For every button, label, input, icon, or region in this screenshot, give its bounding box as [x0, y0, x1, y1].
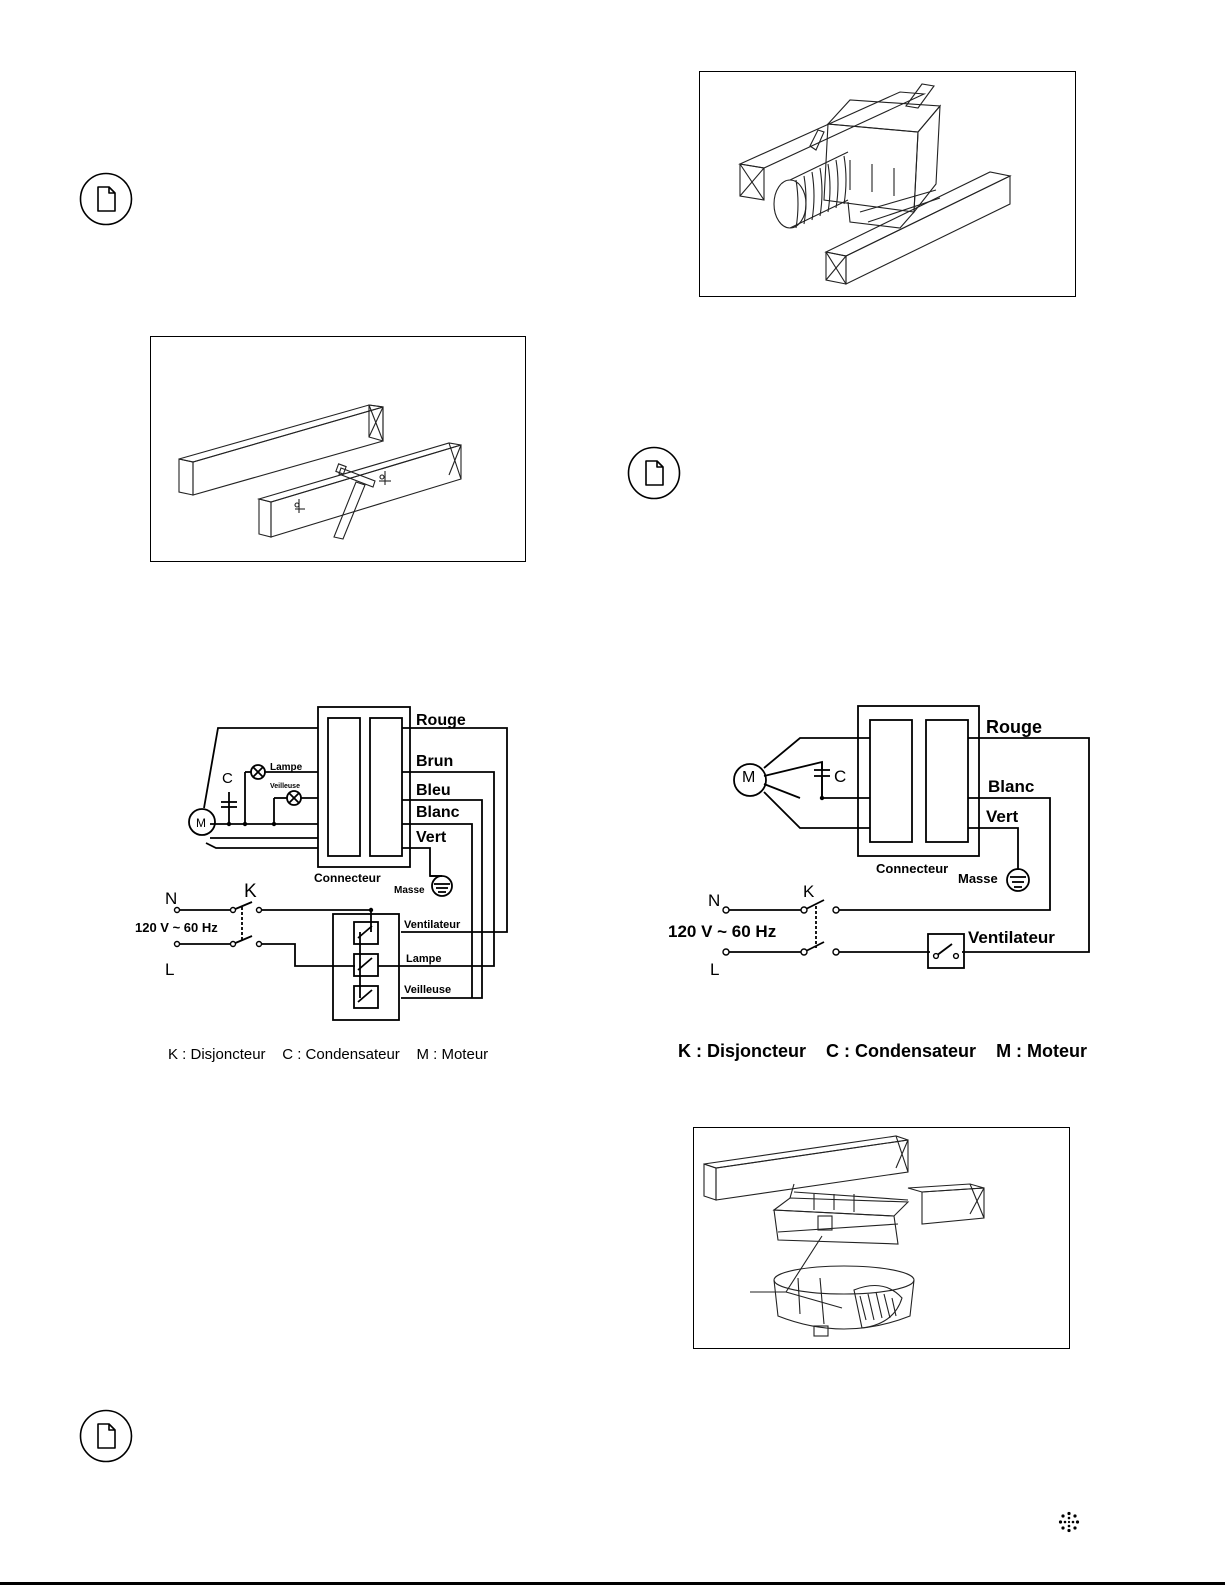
neutral-label: N: [165, 889, 177, 908]
joist-hammer-illustration: [150, 336, 526, 562]
left-legend: K : Disjoncteur C : Condensateur M : Mot…: [168, 1046, 488, 1063]
wire-label-vert: Vert: [416, 829, 447, 846]
switch-label-fan: Ventilateur: [404, 919, 461, 931]
legend-motor: M : Moteur: [996, 1041, 1087, 1061]
legend-capacitor: C : Condensateur: [282, 1046, 400, 1063]
right-wiring-diagram: Rouge Blanc Vert C M Connecteur Masse N …: [660, 700, 1100, 990]
wire-label-brun: Brun: [416, 753, 453, 770]
note-icon: [79, 1409, 133, 1463]
night-light-label: Veilleuse: [270, 783, 300, 790]
lamp-label: Lampe: [270, 762, 303, 773]
motor-label: M: [196, 816, 206, 830]
line-label: L: [165, 960, 174, 979]
wire-label-bleu: Bleu: [416, 782, 451, 799]
neutral-label: N: [708, 891, 720, 910]
capacitor-label: C: [834, 767, 846, 786]
wire-label-rouge: Rouge: [986, 717, 1042, 737]
voltage-label: 120 V ~ 60 Hz: [668, 922, 776, 941]
breaker-label: K: [803, 882, 815, 901]
line-label: L: [710, 960, 719, 979]
left-wiring-diagram: Rouge Brun Bleu Blanc Vert C M Lampe Vei…: [130, 700, 520, 1025]
breaker-label: K: [244, 881, 257, 902]
note-icon: [627, 446, 681, 500]
blower-assembly-illustration: [693, 1127, 1070, 1349]
legend-motor: M : Moteur: [416, 1046, 488, 1063]
motor-label: M: [742, 769, 755, 786]
legend-breaker: K : Disjoncteur: [168, 1046, 266, 1063]
capacitor-label: C: [222, 770, 233, 787]
fan-housing-illustration: [699, 71, 1076, 297]
wire-label-blanc: Blanc: [988, 777, 1034, 796]
switch-label-fan: Ventilateur: [968, 928, 1055, 947]
voltage-label: 120 V ~ 60 Hz: [135, 920, 218, 935]
switch-label-lamp: Lampe: [406, 953, 441, 965]
brand-logo-icon: [1058, 1511, 1080, 1533]
wire-label-vert: Vert: [986, 807, 1018, 826]
legend-breaker: K : Disjoncteur: [678, 1041, 806, 1061]
note-icon: [79, 172, 133, 226]
legend-capacitor: C : Condensateur: [826, 1041, 976, 1061]
right-legend: K : Disjoncteur C : Condensateur M : Mot…: [678, 1041, 1087, 1062]
switch-label-night-light: Veilleuse: [404, 984, 451, 996]
ground-label: Masse: [394, 885, 425, 896]
ground-label: Masse: [958, 871, 998, 886]
wire-label-rouge: Rouge: [416, 712, 466, 729]
connector-label: Connecteur: [876, 861, 948, 876]
wire-label-blanc: Blanc: [416, 804, 460, 821]
connector-label: Connecteur: [314, 871, 381, 885]
